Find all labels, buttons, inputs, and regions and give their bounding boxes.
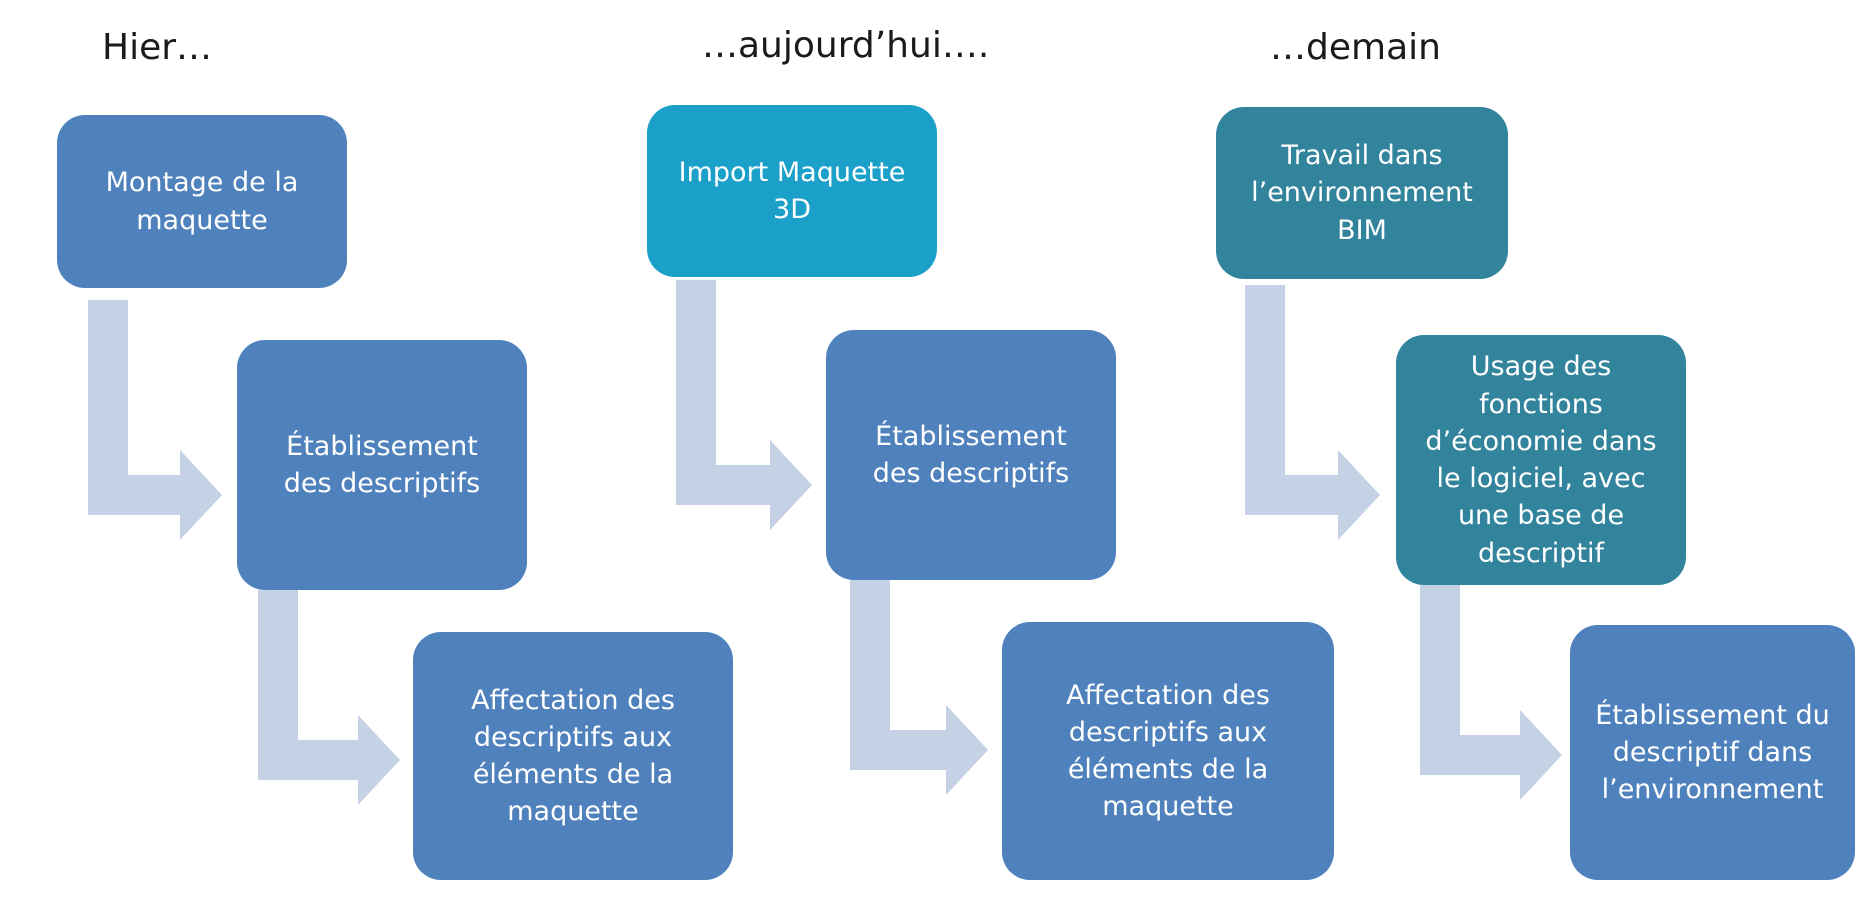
connector-arrow — [1420, 585, 1562, 800]
step-travail-environnement-bim: Travail dans l’environnement BIM — [1216, 107, 1508, 279]
step-affectation-descriptifs: Affectation des descriptifs aux éléments… — [413, 632, 733, 880]
column-title-demain: …demain — [1270, 27, 1441, 68]
step-etablissement-descriptif-environnement: Établissement du descriptif dans l’envir… — [1570, 625, 1855, 880]
step-affectation-descriptifs: Affectation des descriptifs aux éléments… — [1002, 622, 1334, 880]
step-etablissement-descriptifs: Établissement des descriptifs — [237, 340, 527, 590]
connector-arrow — [1245, 285, 1380, 540]
step-import-maquette-3d: Import Maquette 3D — [647, 105, 937, 277]
column-title-hier: Hier… — [102, 27, 213, 68]
column-title-aujourdhui: …aujourd’hui…. — [702, 25, 990, 66]
step-usage-fonctions-economie: Usage des fonctions d’économie dans le l… — [1396, 335, 1686, 585]
step-etablissement-descriptifs: Établissement des descriptifs — [826, 330, 1116, 580]
connector-arrow — [258, 590, 400, 805]
connector-arrow — [676, 280, 812, 530]
step-montage-maquette: Montage de la maquette — [57, 115, 347, 288]
connector-arrow — [850, 580, 988, 795]
connector-arrow — [88, 300, 222, 540]
